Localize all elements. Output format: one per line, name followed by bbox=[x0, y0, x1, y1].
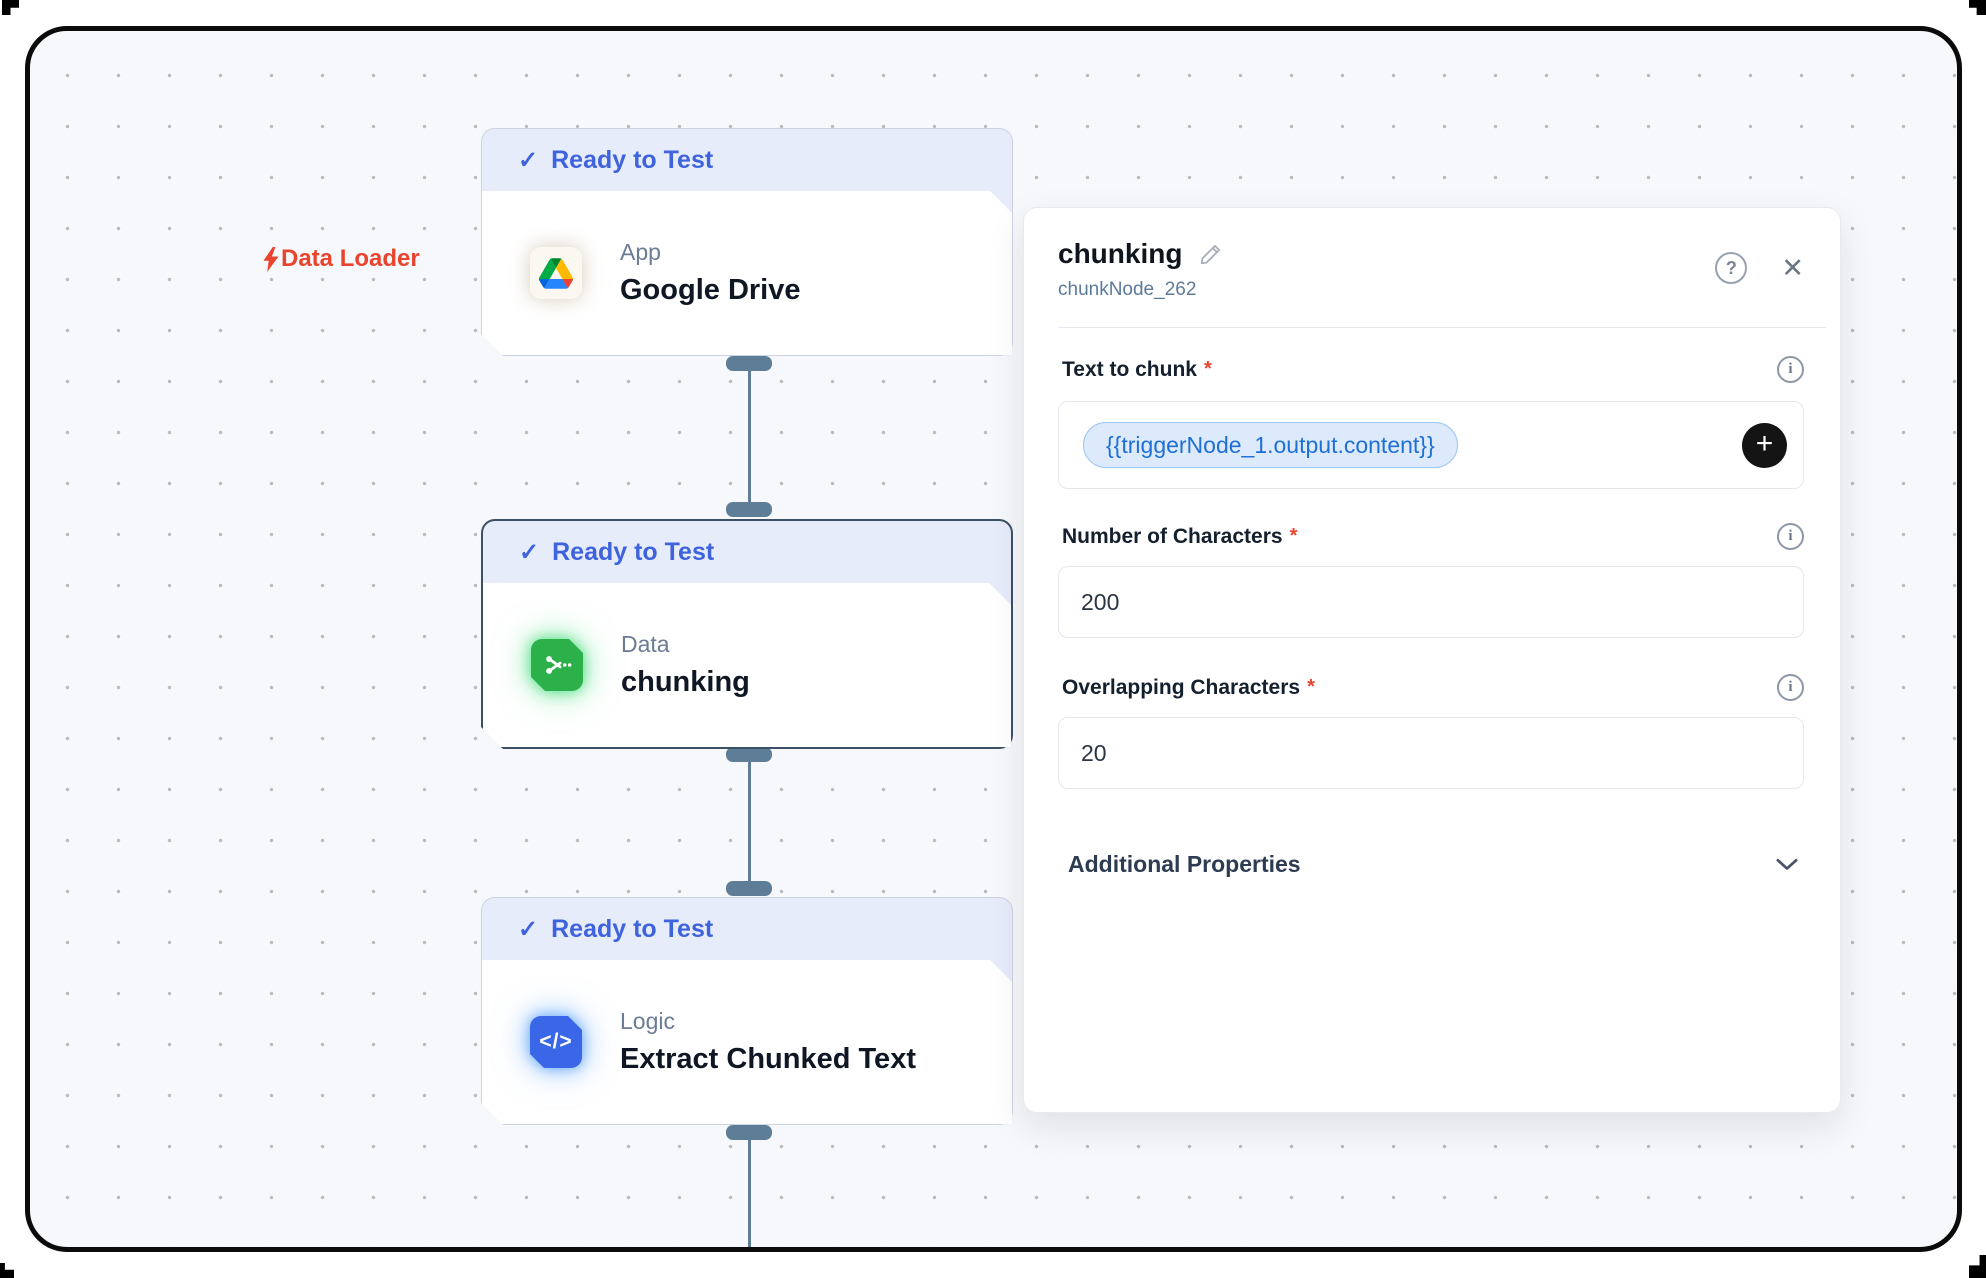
node-category: App bbox=[620, 239, 661, 265]
node-status-badge: ✓ Ready to Test bbox=[482, 129, 1012, 191]
field-label-text-to-chunk: Text to chunk bbox=[1062, 357, 1197, 381]
node-output-handle[interactable] bbox=[726, 1125, 772, 1140]
workflow-canvas[interactable]: Data Loader ✓ Ready to Test bbox=[25, 26, 1962, 1252]
corner-mark bbox=[1969, 1255, 1986, 1278]
code-icon: </> bbox=[530, 1016, 582, 1068]
lightning-icon bbox=[263, 246, 279, 272]
add-variable-button[interactable]: + bbox=[1742, 422, 1787, 468]
overlapping-characters-input[interactable] bbox=[1058, 717, 1804, 789]
check-icon: ✓ bbox=[518, 146, 539, 174]
corner-mark bbox=[2, 0, 19, 15]
group-annotation-label: Data Loader bbox=[281, 245, 420, 272]
required-asterisk: * bbox=[1203, 358, 1212, 380]
node-status-badge: ✓ Ready to Test bbox=[483, 521, 1011, 583]
node-status-label: Ready to Test bbox=[551, 145, 714, 174]
node-input-handle[interactable] bbox=[726, 502, 772, 517]
panel-node-id: chunkNode_262 bbox=[1058, 279, 1197, 300]
chevron-down-icon bbox=[1776, 858, 1798, 871]
node-output-handle[interactable] bbox=[726, 747, 772, 762]
node-category: Data bbox=[621, 631, 670, 657]
number-of-characters-input[interactable] bbox=[1058, 566, 1804, 638]
field-label-overlapping-characters: Overlapping Characters bbox=[1062, 675, 1301, 699]
group-annotation-data-loader: Data Loader bbox=[263, 245, 420, 273]
variable-chip[interactable]: {{triggerNode_1.output.content}} bbox=[1083, 422, 1458, 468]
check-icon: ✓ bbox=[518, 915, 539, 943]
edit-icon[interactable] bbox=[1198, 242, 1223, 267]
additional-properties-label: Additional Properties bbox=[1068, 851, 1301, 877]
node-input-handle[interactable] bbox=[726, 881, 772, 896]
panel-title: chunking bbox=[1058, 238, 1183, 269]
required-asterisk: * bbox=[1307, 676, 1315, 698]
node-title: chunking bbox=[621, 666, 750, 698]
node-chunking[interactable]: ✓ Ready to Test bbox=[481, 519, 1013, 749]
node-status-label: Ready to Test bbox=[551, 914, 714, 943]
corner-mark bbox=[1969, 0, 1986, 15]
node-status-label: Ready to Test bbox=[552, 537, 715, 566]
node-properties-panel: chunking chunkNode_262 ? ✕ Text bbox=[1023, 207, 1841, 1113]
field-label-number-of-characters: Number of Characters bbox=[1062, 524, 1283, 548]
check-icon: ✓ bbox=[519, 538, 540, 566]
google-drive-icon bbox=[530, 247, 582, 299]
node-extract-chunked-text[interactable]: ✓ Ready to Test </> Logic Extract Chunke… bbox=[481, 897, 1013, 1125]
text-to-chunk-input[interactable]: {{triggerNode_1.output.content}} + bbox=[1058, 401, 1804, 489]
info-icon[interactable]: i bbox=[1777, 523, 1804, 550]
node-output-handle[interactable] bbox=[726, 356, 772, 371]
node-status-badge: ✓ Ready to Test bbox=[482, 898, 1012, 960]
info-icon[interactable]: i bbox=[1777, 674, 1804, 701]
node-card[interactable]: App Google Drive bbox=[482, 191, 1012, 355]
node-card[interactable]: </> Logic Extract Chunked Text bbox=[482, 960, 1012, 1124]
connector-edge bbox=[748, 370, 751, 502]
additional-properties-toggle[interactable]: Additional Properties bbox=[1058, 851, 1804, 878]
corner-mark bbox=[0, 1263, 14, 1278]
connector-edge bbox=[748, 1139, 751, 1247]
close-icon[interactable]: ✕ bbox=[1781, 252, 1804, 283]
help-icon[interactable]: ? bbox=[1715, 252, 1748, 284]
scissors-icon bbox=[531, 639, 583, 691]
node-title: Google Drive bbox=[620, 274, 801, 306]
info-icon[interactable]: i bbox=[1777, 356, 1804, 383]
node-card[interactable]: Data chunking bbox=[483, 583, 1011, 747]
node-google-drive[interactable]: ✓ Ready to Test bbox=[481, 128, 1013, 356]
connector-edge bbox=[748, 761, 751, 881]
panel-divider bbox=[1058, 327, 1826, 328]
required-asterisk: * bbox=[1289, 525, 1298, 547]
node-title: Extract Chunked Text bbox=[620, 1043, 916, 1075]
node-category: Logic bbox=[620, 1008, 675, 1034]
